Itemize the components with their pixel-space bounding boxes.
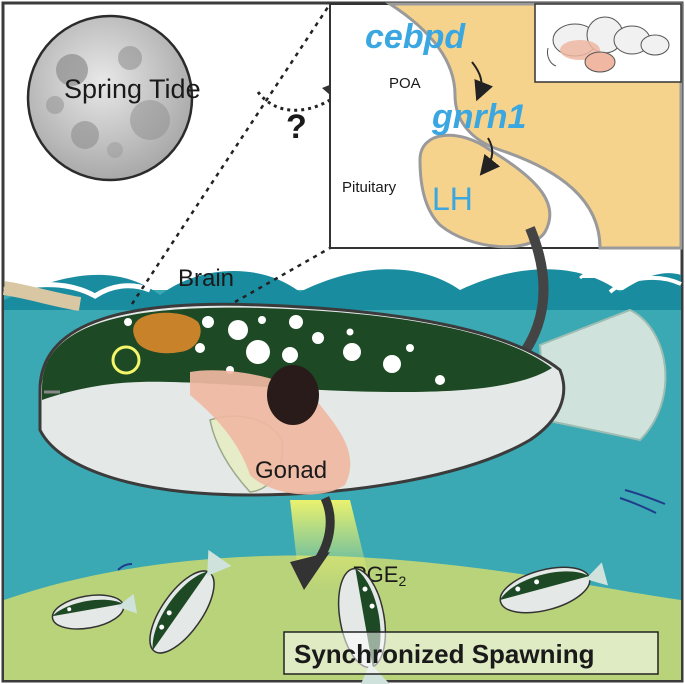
gene-cebpd: cebpd [365,18,466,56]
projection-line-2 [234,246,331,304]
projection-line-1 [130,3,332,305]
gene-gnrh1: gnrh1 [431,98,526,136]
question-mark: ? [286,108,307,146]
pituitary-label: Pituitary [342,179,397,196]
gonad-label: Gonad [255,457,327,484]
brain-label: Brain [178,265,234,292]
gonad-to-pge-arrowhead [290,552,330,590]
moon-icon [26,14,194,182]
cebpd-to-gnrh1-arrow [471,61,493,102]
lh-label: LH [432,181,473,217]
title-label: Synchronized Spawning [294,639,594,669]
gnrh1-to-lh-arrow [479,137,501,176]
moon-label: Spring Tide [64,74,201,104]
poa-label: POA [389,75,421,92]
small-fish-4 [499,562,608,614]
spring-tide-arrow [256,91,331,112]
brain-inset-panel [329,2,683,250]
small-fish-1 [51,593,138,630]
fish-icon [38,302,667,497]
title-box [283,631,659,675]
brain-thumbnail-icon [547,16,670,73]
small-fish-2 [149,549,232,654]
